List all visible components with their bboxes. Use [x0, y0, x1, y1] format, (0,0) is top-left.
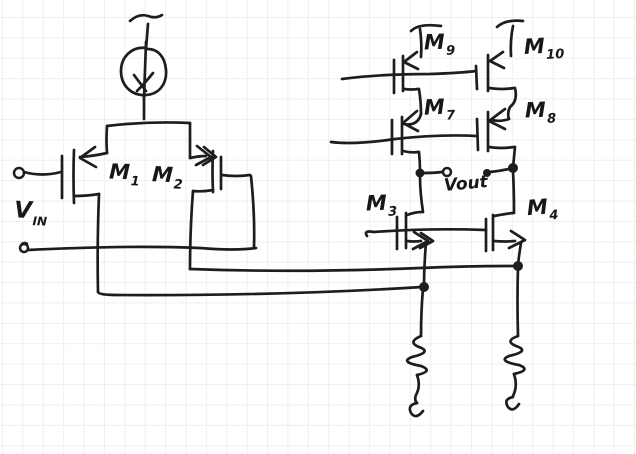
- label-m9-sub: 9: [445, 43, 456, 59]
- label-m7: M7: [423, 94, 456, 124]
- output-node: [415, 163, 518, 178]
- label-m1-sub: 1: [130, 174, 140, 190]
- transistor-m8: [475, 107, 517, 169]
- label-m10: M10: [523, 33, 565, 63]
- transistor-m10: [474, 19, 525, 121]
- gate-bias-wire-m7-m8: [329, 134, 479, 145]
- transistor-m7: [390, 109, 423, 173]
- label-m1: M1: [108, 159, 141, 190]
- label-m2-base: M: [151, 162, 174, 188]
- label-vout-text: Vout: [443, 172, 489, 196]
- ground-hook-left: [408, 401, 425, 418]
- label-m4-base: M: [525, 194, 549, 221]
- gate-bias-wire-m3-m4: [364, 227, 488, 238]
- input-terminal-bottom: [18, 241, 258, 254]
- transistor-m2: [188, 144, 256, 271]
- label-m8-base: M: [524, 97, 547, 123]
- label-m10-base: M: [523, 33, 546, 60]
- label-vin: VIN: [13, 197, 48, 229]
- label-vin-base: V: [13, 197, 33, 225]
- label-m2: M2: [151, 162, 183, 193]
- label-m3-sub: 3: [387, 204, 398, 220]
- label-m7-base: M: [423, 94, 446, 120]
- gate-bias-wire-m9-m10: [340, 69, 478, 81]
- transistor-m3: [395, 175, 435, 338]
- label-vin-sub: IN: [32, 214, 48, 229]
- label-m3: M3: [365, 190, 398, 220]
- label-vout: Vout: [443, 172, 489, 196]
- transistor-m1: [60, 145, 109, 294]
- label-m7-sub: 7: [445, 108, 456, 124]
- label-m10-sub: 10: [545, 46, 565, 63]
- resistor-right: [503, 334, 526, 398]
- tail-rail-wire: [105, 121, 192, 160]
- wire-m1-drain-to-m3-source: [96, 285, 424, 297]
- label-m8: M8: [524, 97, 557, 127]
- label-m2-sub: 2: [173, 177, 183, 193]
- input-terminal-top: [12, 166, 63, 180]
- label-m4-sub: 4: [548, 207, 559, 224]
- transistor-m4: [484, 169, 527, 338]
- resistor-left: [405, 334, 428, 405]
- label-m4: M4: [525, 194, 559, 224]
- wire-m2-drain-to-m4-source: [188, 264, 517, 273]
- current-source-symbol: [119, 13, 168, 121]
- label-m8-sub: 8: [546, 111, 557, 127]
- ground-hook-right: [505, 395, 521, 411]
- label-m3-base: M: [365, 190, 388, 216]
- label-m9: M9: [423, 29, 456, 59]
- label-m1-base: M: [108, 159, 131, 185]
- label-m9-base: M: [423, 29, 446, 55]
